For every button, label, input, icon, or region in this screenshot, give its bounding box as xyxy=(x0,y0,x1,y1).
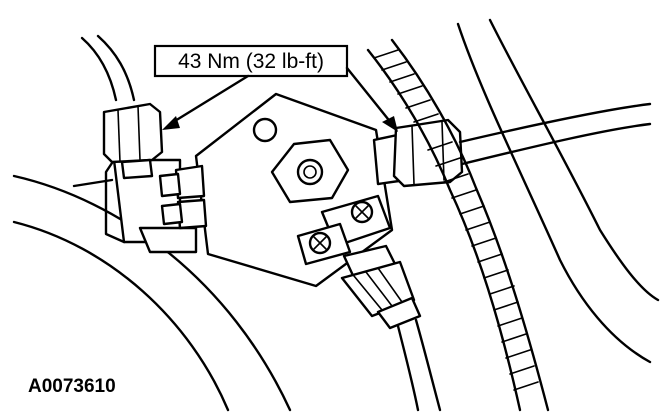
screw-bracket-lower xyxy=(296,222,352,266)
right-brake-tube xyxy=(458,102,652,166)
right-tube-nut xyxy=(372,118,464,188)
torque-callout: 43 Nm (32 lb-ft) xyxy=(153,44,398,132)
leader-arrow-left xyxy=(162,116,180,130)
left-ports xyxy=(158,164,208,230)
flexible-hose xyxy=(366,38,550,412)
sensor-wire xyxy=(396,318,442,412)
left-tube-nut xyxy=(102,102,164,180)
leader-line-left xyxy=(168,74,250,126)
callout-box xyxy=(153,44,349,78)
figure-id: A0073610 xyxy=(28,376,116,397)
leader-arrow-right xyxy=(382,116,398,132)
leader-line-right xyxy=(345,66,394,126)
left-brake-tube xyxy=(80,34,136,102)
right-frame-rail xyxy=(456,18,660,364)
center-hex-nut xyxy=(270,138,350,204)
lower-sensor-fitting xyxy=(340,244,422,330)
callout-label: 43 Nm (32 lb-ft) xyxy=(178,50,324,73)
